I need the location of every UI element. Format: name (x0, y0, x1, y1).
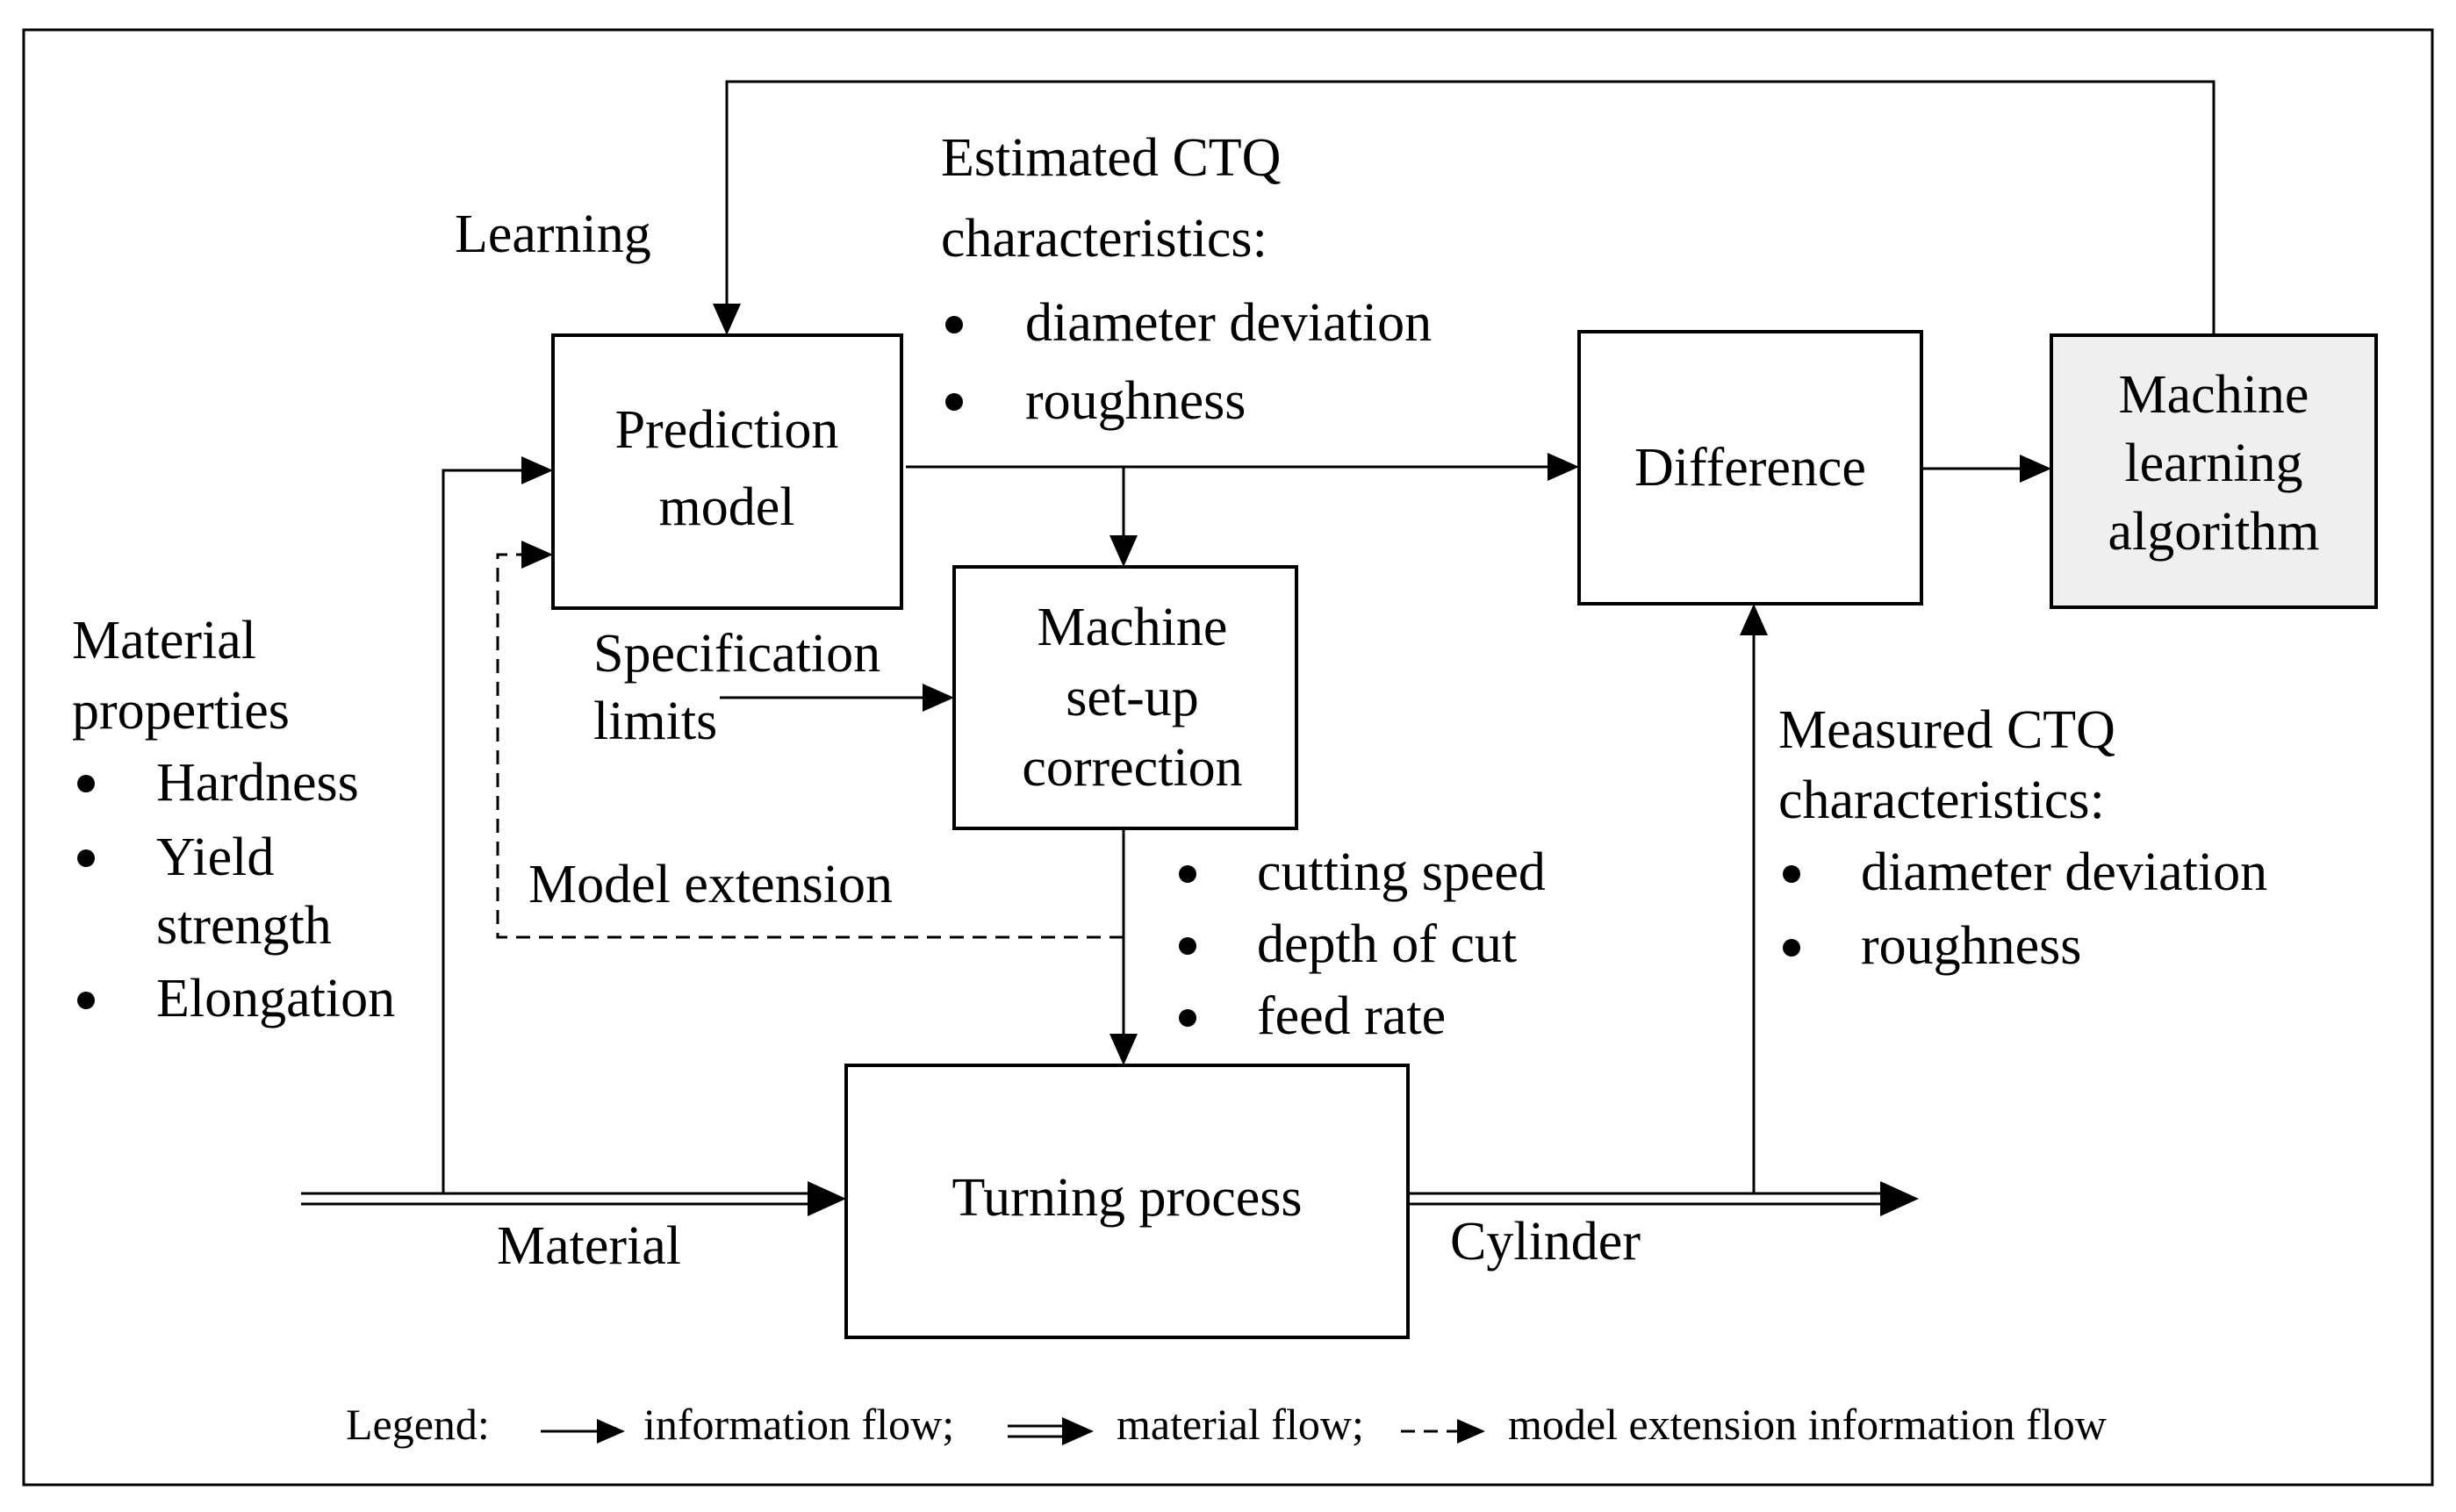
setup-parameters-block: cutting speed depth of cut feed rate (1179, 842, 1546, 1046)
estimated-title-2: characteristics: (941, 209, 1267, 269)
machine-setup-label-3: correction (1022, 738, 1242, 798)
ml-algorithm-label-1: Machine (2119, 365, 2309, 425)
model-extension-arrow (496, 541, 1124, 939)
difference-box: Difference (1577, 330, 1923, 606)
estimated-title-1: Estimated CTQ (941, 128, 1281, 188)
setup-to-turning-arrow (1110, 828, 1138, 1065)
turning-process-label: Turning process (952, 1168, 1302, 1228)
measured-ctq-block: Measured CTQ characteristics: diameter d… (1778, 700, 2267, 976)
estimated-item-2: roughness (1025, 371, 1246, 431)
material-item-hardness: Hardness (156, 753, 359, 813)
specification-limits-label-2: limits (593, 692, 717, 751)
prediction-model-label-2: model (659, 477, 795, 537)
learning-label: Learning (455, 204, 651, 264)
machine-learning-algorithm-box: Machine learning algorithm (2050, 333, 2378, 609)
material-properties-title-2: properties (72, 681, 290, 741)
legend-title: Legend: (346, 1400, 490, 1449)
material-properties-block: Material properties Hardness Yield stren… (72, 611, 395, 1028)
estimated-ctq-block: Estimated CTQ characteristics: diameter … (941, 128, 1432, 431)
measured-item-1: diameter deviation (1861, 842, 2267, 902)
machine-setup-correction-box: Machine set-up correction (952, 565, 1298, 830)
machine-setup-label-1: Machine (1038, 598, 1228, 657)
cylinder-output-flow (1408, 1181, 1919, 1216)
legend-model-extension-flow: model extension information flow (1508, 1400, 2107, 1449)
ml-algorithm-label-2: learning (2124, 434, 2302, 493)
estimated-item-1: diameter deviation (1025, 293, 1432, 353)
diagram-frame (22, 28, 2434, 1487)
legend-material-flow: material flow; (1117, 1400, 1364, 1449)
legend: Legend: information flow; material flow;… (346, 1400, 2107, 1449)
prediction-model-label-1: Prediction (615, 400, 839, 460)
difference-label: Difference (1634, 438, 1866, 498)
turning-process-box: Turning process (844, 1064, 1410, 1339)
prediction-to-setup-arrow (1110, 467, 1138, 567)
legend-information-flow: information flow; (643, 1400, 954, 1449)
material-properties-title-1: Material (72, 611, 256, 670)
specification-limits-label-1: Specification (593, 624, 880, 684)
machine-setup-label-2: set-up (1066, 668, 1199, 727)
material-label: Material (497, 1216, 681, 1276)
setup-param-feed-rate: feed rate (1257, 986, 1446, 1046)
material-properties-arrow (442, 456, 553, 1193)
cylinder-label: Cylinder (1450, 1212, 1641, 1272)
legend-model-extension-symbol (1401, 1419, 1485, 1444)
learning-feedback-arrow (713, 80, 2215, 335)
legend-information-flow-symbol (541, 1419, 625, 1444)
prediction-to-difference-arrow (906, 453, 1579, 481)
material-item-strength: strength (156, 896, 332, 956)
prediction-model-box: Prediction model (551, 333, 903, 610)
setup-param-cutting-speed: cutting speed (1257, 842, 1546, 902)
material-item-elongation: Elongation (156, 969, 395, 1028)
measured-ctq-arrow (1740, 604, 1768, 1193)
material-input-flow (301, 1181, 846, 1216)
measured-title-1: Measured CTQ (1778, 700, 2115, 760)
legend-material-flow-symbol (1008, 1417, 1094, 1445)
model-extension-label: Model extension (528, 855, 893, 914)
measured-item-2: roughness (1861, 916, 2081, 976)
setup-param-depth-of-cut: depth of cut (1257, 914, 1517, 974)
measured-title-2: characteristics: (1778, 770, 2105, 830)
specification-limits-arrow (720, 684, 954, 712)
ml-algorithm-label-3: algorithm (2108, 502, 2319, 562)
material-item-yield: Yield (156, 828, 274, 887)
difference-to-ml-arrow (1921, 455, 2051, 483)
